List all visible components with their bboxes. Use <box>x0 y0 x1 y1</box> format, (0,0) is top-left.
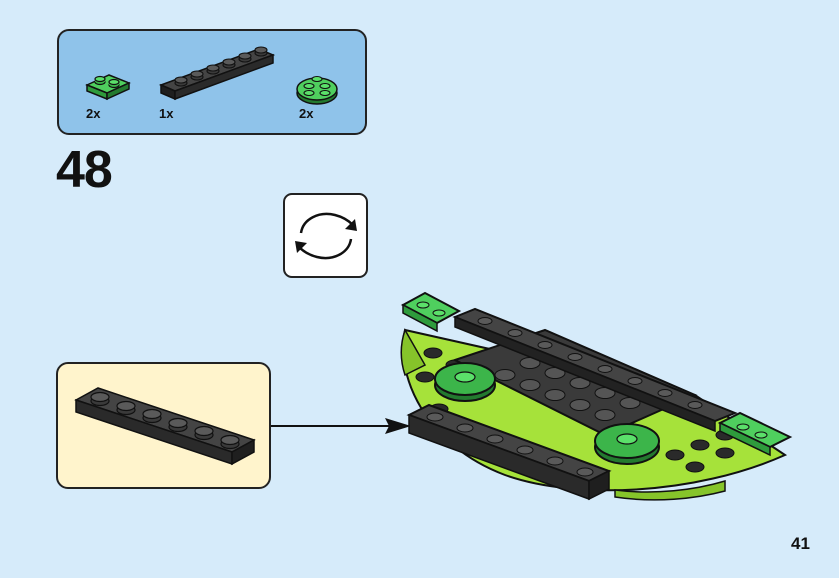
model-assembly-illustration <box>400 291 793 501</box>
black-plate-1x6-icon <box>159 45 275 103</box>
parts-list-callout: 2x 1x <box>57 29 367 135</box>
green-plate-1x2-icon <box>85 71 131 101</box>
sub-assembly-callout <box>56 362 271 489</box>
placement-arrow <box>271 418 411 434</box>
part-quantity: 2x <box>86 106 101 121</box>
rotate-model-icon <box>295 212 357 260</box>
green-round-plate-2x2-icon <box>295 69 339 107</box>
page-number: 41 <box>791 534 810 553</box>
part-quantity: 1x <box>159 106 174 121</box>
rotate-indicator <box>283 193 368 278</box>
black-plate-1x6-icon <box>74 387 256 466</box>
step-number: 48 <box>56 141 113 199</box>
part-quantity: 2x <box>299 106 314 121</box>
